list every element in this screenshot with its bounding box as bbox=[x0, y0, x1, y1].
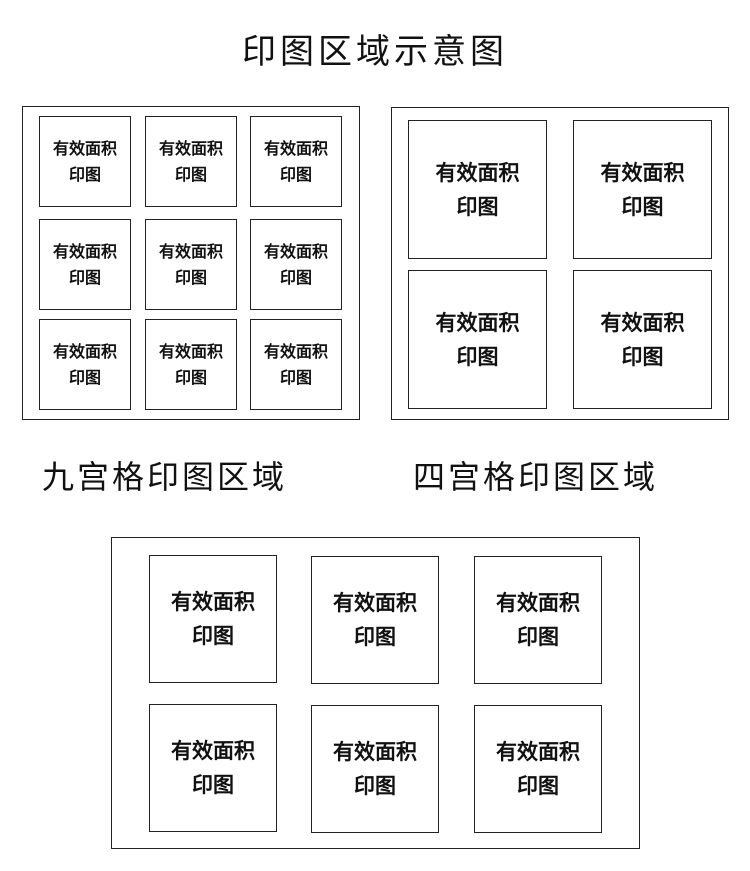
nine-grid-cell: 有效面积 印图 bbox=[39, 319, 131, 410]
cell-label-line2: 印图 bbox=[192, 624, 234, 648]
cell-label-line2: 印图 bbox=[517, 625, 559, 649]
six-grid-area: 有效面积 印图 有效面积 印图 有效面积 印图 有效面积 印图 有效面积 印图 … bbox=[111, 537, 640, 849]
cell-label-line1: 有效面积 bbox=[600, 310, 685, 335]
cell-label-line2: 印图 bbox=[456, 194, 499, 219]
six-grid-cell: 有效面积 印图 bbox=[149, 704, 277, 832]
cell-label-line1: 有效面积 bbox=[171, 590, 255, 614]
cell-label-line2: 印图 bbox=[68, 367, 101, 387]
six-grid-cell: 有效面积 印图 bbox=[311, 705, 439, 833]
cell-label-line1: 有效面积 bbox=[496, 740, 580, 764]
cell-label-line2: 印图 bbox=[68, 164, 101, 184]
four-grid-area: 有效面积 印图 有效面积 印图 有效面积 印图 有效面积 印图 bbox=[391, 107, 729, 420]
four-grid-caption: 四宫格印图区域 bbox=[413, 458, 659, 496]
nine-grid-cell: 有效面积 印图 bbox=[39, 116, 131, 207]
nine-grid-cell: 有效面积 印图 bbox=[250, 219, 342, 310]
six-grid-cell: 有效面积 印图 bbox=[474, 705, 602, 833]
cell-label-line2: 印图 bbox=[192, 773, 234, 797]
cell-label-line1: 有效面积 bbox=[158, 241, 223, 261]
cell-label-line1: 有效面积 bbox=[435, 310, 520, 335]
cell-label-line2: 印图 bbox=[517, 774, 559, 798]
nine-grid-cell: 有效面积 印图 bbox=[39, 219, 131, 310]
nine-grid-cell: 有效面积 印图 bbox=[250, 319, 342, 410]
cell-label-line1: 有效面积 bbox=[52, 138, 117, 158]
cell-label-line1: 有效面积 bbox=[263, 138, 328, 158]
cell-label-line2: 印图 bbox=[279, 367, 312, 387]
nine-grid-cell: 有效面积 印图 bbox=[250, 116, 342, 207]
four-grid-cell: 有效面积 印图 bbox=[573, 120, 712, 259]
cell-label-line2: 印图 bbox=[354, 774, 396, 798]
cell-label-line1: 有效面积 bbox=[52, 341, 117, 361]
nine-grid-caption: 九宫格印图区域 bbox=[42, 458, 288, 496]
six-grid-cell: 有效面积 印图 bbox=[311, 556, 439, 684]
cell-label-line1: 有效面积 bbox=[263, 241, 328, 261]
cell-label-line2: 印图 bbox=[621, 344, 664, 369]
six-grid-cell: 有效面积 印图 bbox=[149, 555, 277, 683]
cell-label-line1: 有效面积 bbox=[333, 591, 417, 615]
cell-label-line1: 有效面积 bbox=[171, 739, 255, 763]
cell-label-line1: 有效面积 bbox=[435, 160, 520, 185]
cell-label-line2: 印图 bbox=[174, 164, 207, 184]
cell-label-line2: 印图 bbox=[354, 625, 396, 649]
cell-label-line2: 印图 bbox=[621, 194, 664, 219]
nine-grid-area: 有效面积 印图 有效面积 印图 有效面积 印图 有效面积 印图 有效面积 印图 … bbox=[22, 106, 360, 420]
cell-label-line1: 有效面积 bbox=[52, 241, 117, 261]
cell-label-line1: 有效面积 bbox=[333, 740, 417, 764]
cell-label-line2: 印图 bbox=[174, 267, 207, 287]
six-grid-cell: 有效面积 印图 bbox=[474, 556, 602, 684]
cell-label-line2: 印图 bbox=[279, 267, 312, 287]
cell-label-line1: 有效面积 bbox=[263, 341, 328, 361]
nine-grid-cell: 有效面积 印图 bbox=[145, 116, 237, 207]
cell-label-line1: 有效面积 bbox=[600, 160, 685, 185]
cell-label-line2: 印图 bbox=[456, 344, 499, 369]
nine-grid-cell: 有效面积 印图 bbox=[145, 219, 237, 310]
cell-label-line1: 有效面积 bbox=[158, 138, 223, 158]
cell-label-line1: 有效面积 bbox=[158, 341, 223, 361]
nine-grid-cell: 有效面积 印图 bbox=[145, 319, 237, 410]
four-grid-cell: 有效面积 印图 bbox=[408, 120, 547, 259]
four-grid-cell: 有效面积 印图 bbox=[573, 270, 712, 409]
four-grid-cell: 有效面积 印图 bbox=[408, 270, 547, 409]
cell-label-line1: 有效面积 bbox=[496, 591, 580, 615]
diagram-title: 印图区域示意图 bbox=[242, 32, 508, 72]
cell-label-line2: 印图 bbox=[279, 164, 312, 184]
cell-label-line2: 印图 bbox=[174, 367, 207, 387]
cell-label-line2: 印图 bbox=[68, 267, 101, 287]
